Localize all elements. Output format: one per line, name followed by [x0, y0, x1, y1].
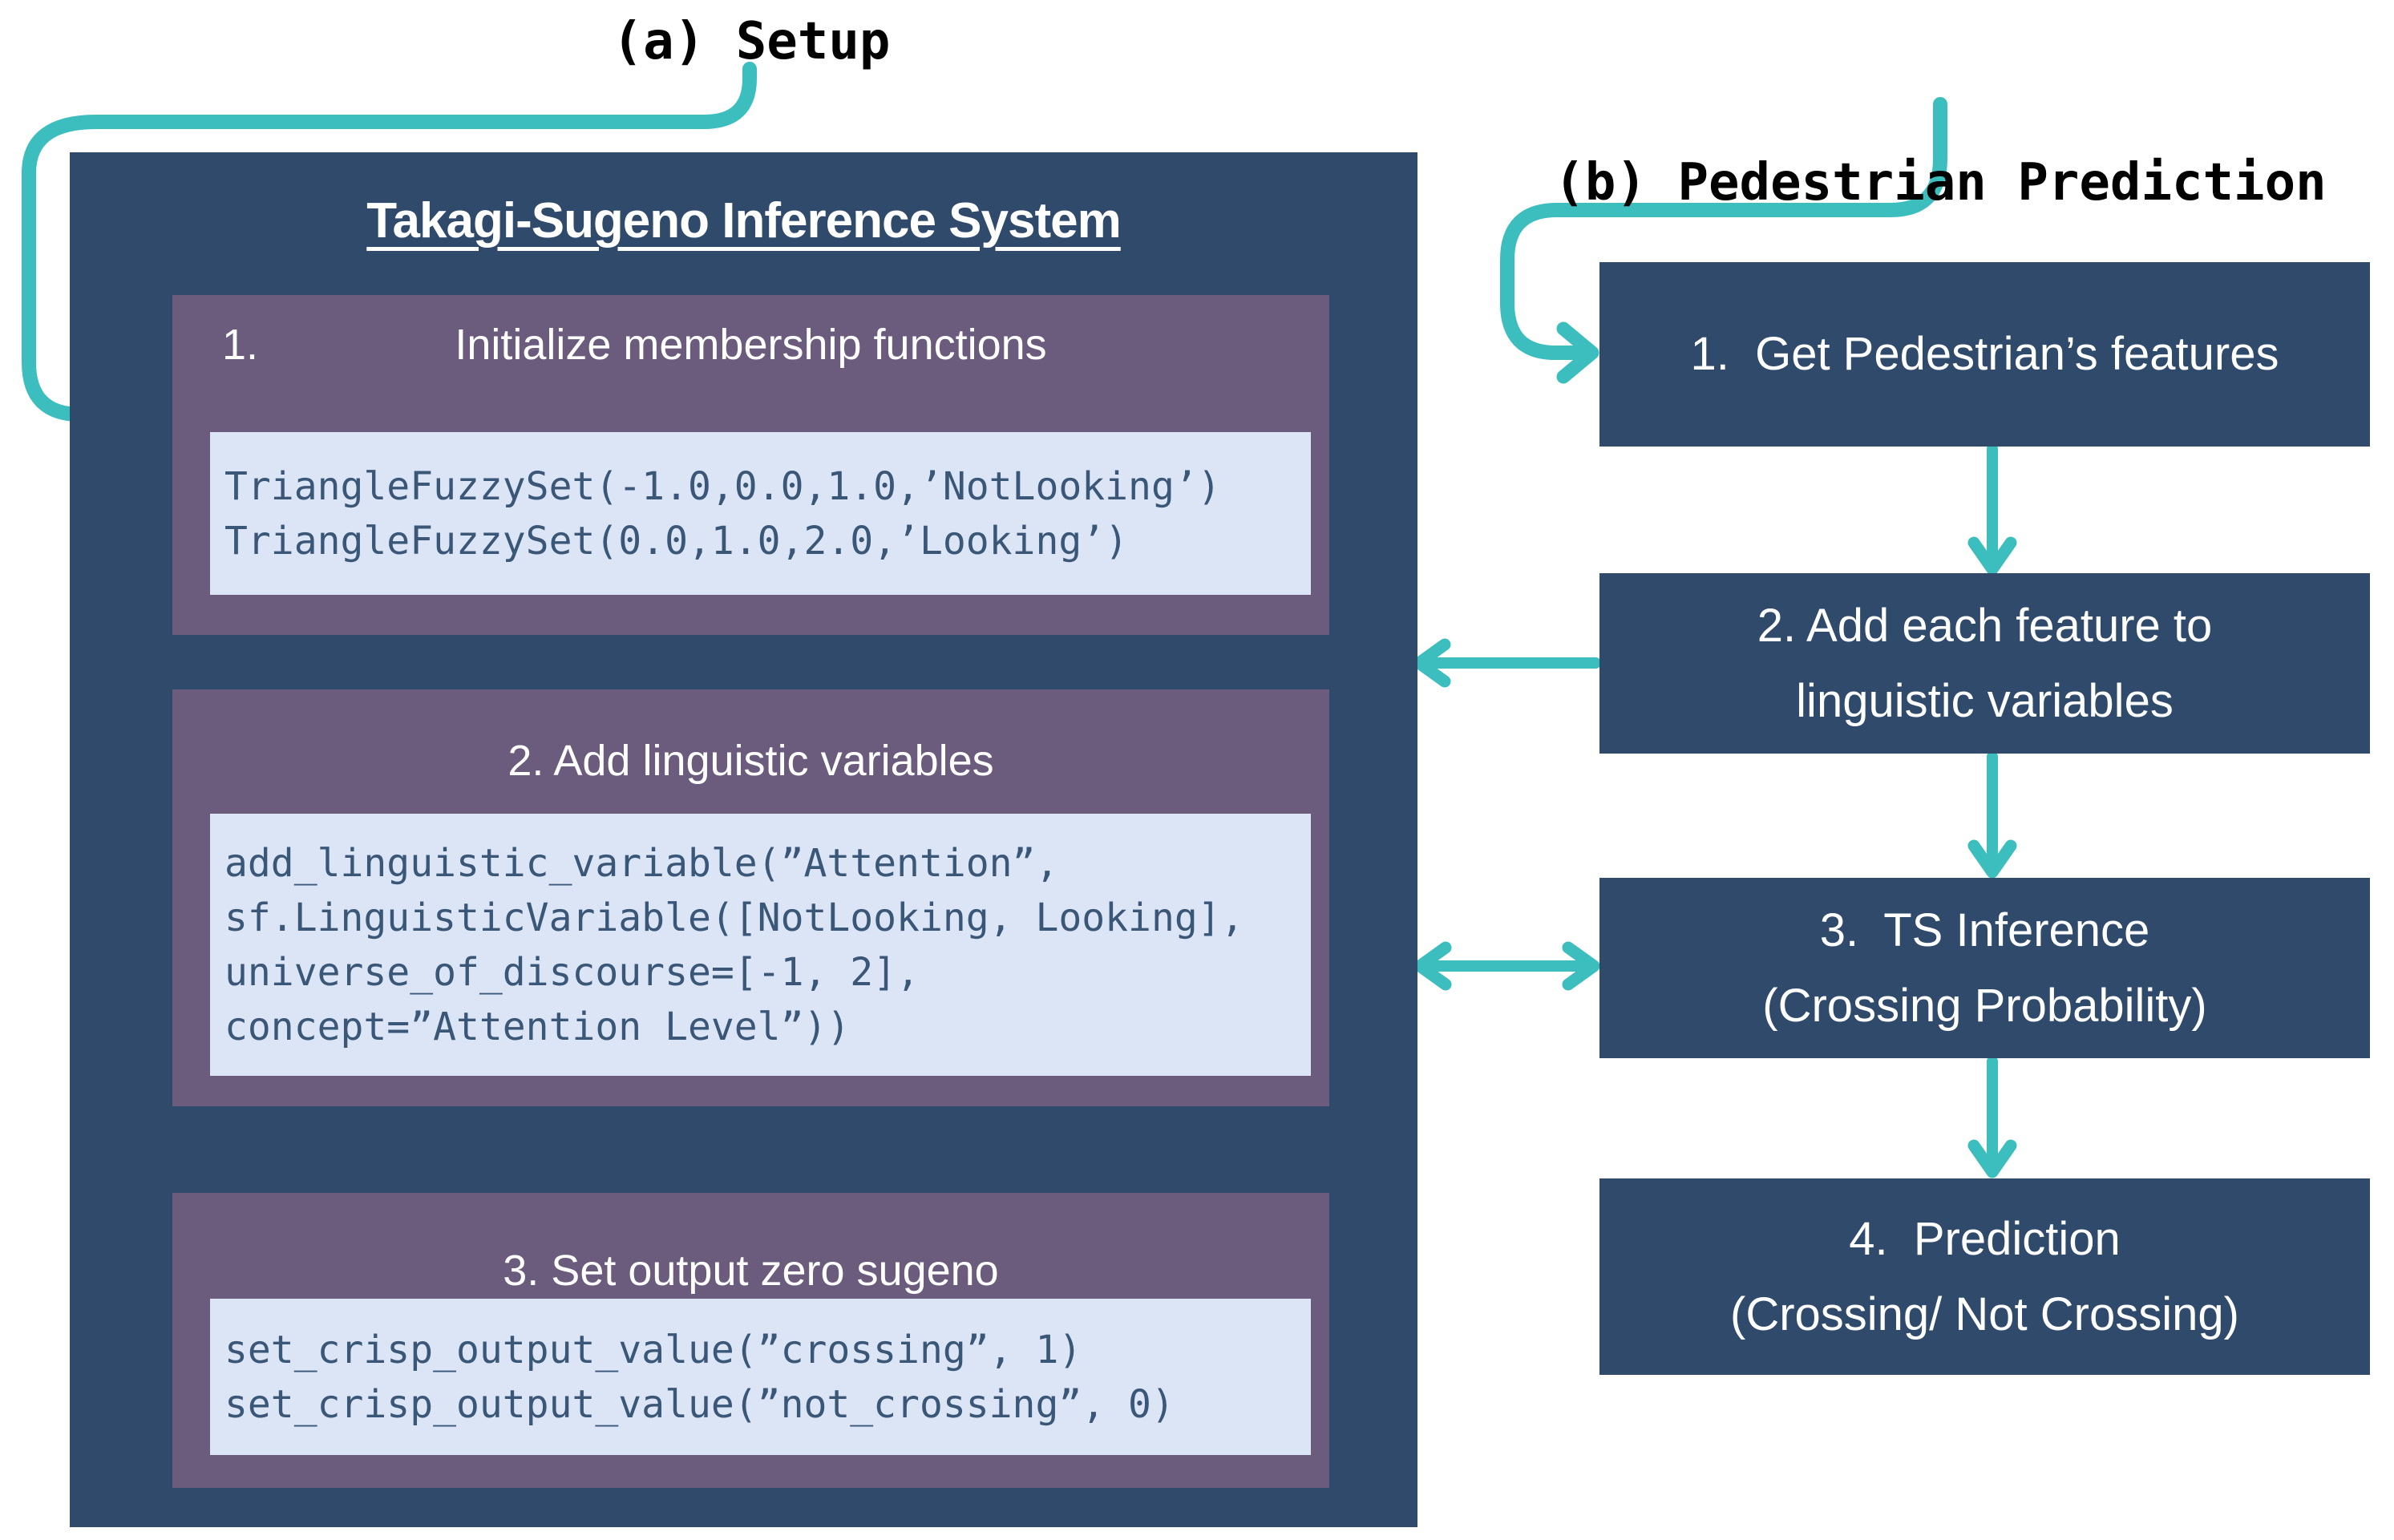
arrow-right-step2-down-icon	[1967, 751, 2017, 879]
step-add-linguistic-variables: 2. Add linguistic variables add_linguist…	[172, 689, 1329, 1106]
arrow-right-step3-down-icon	[1967, 1056, 2017, 1178]
step-initialize-membership: 1. Initialize membership functions Trian…	[172, 295, 1329, 635]
step-heading: Initialize membership functions	[455, 321, 1047, 369]
right-step-add-features: 2. Add each feature to linguistic variab…	[1599, 573, 2370, 754]
code-line: sf.LinguisticVariable([NotLooking, Looki…	[224, 895, 1244, 940]
step-heading: 2. Add linguistic variables	[508, 737, 994, 785]
step-heading: 3. Set output zero sugeno	[503, 1247, 999, 1295]
arrow-inference-bidirectional-icon	[1413, 941, 1600, 991]
panel-title: Takagi-Sugeno Inference System	[366, 193, 1121, 249]
step-set-output-zero-sugeno: 3. Set output zero sugeno set_crisp_outp…	[172, 1193, 1329, 1488]
code-line: add_linguistic_variable(”Attention”,	[224, 840, 1059, 886]
right-step-label: linguistic variables	[1796, 674, 2174, 727]
right-step-label: 1. Get Pedestrian’s features	[1690, 328, 2279, 380]
right-step-label: 4. Prediction	[1849, 1212, 2121, 1265]
right-step-ts-inference: 3. TS Inference (Crossing Probability)	[1599, 878, 2370, 1058]
code-line: set_crisp_output_value(”not_crossing”, 0…	[224, 1381, 1175, 1427]
code-block-crisp-output: set_crisp_output_value(”crossing”, 1) se…	[210, 1299, 1311, 1455]
code-line: concept=”Attention Level”))	[224, 1004, 851, 1049]
caption-setup: (a) Setup	[612, 12, 891, 71]
step-number: 1.	[222, 321, 259, 369]
right-step-prediction: 4. Prediction (Crossing/ Not Crossing)	[1599, 1178, 2370, 1375]
arrow-features-to-system-icon	[1413, 638, 1601, 688]
ts-system-panel: Takagi-Sugeno Inference System 1. Initia…	[70, 152, 1417, 1527]
right-step-label: 3. TS Inference	[1819, 903, 2150, 956]
code-line: TriangleFuzzySet(0.0,1.0,2.0,’Looking’)	[224, 518, 1129, 564]
code-line: TriangleFuzzySet(-1.0,0.0,1.0,’NotLookin…	[224, 463, 1221, 509]
right-step-label: 2. Add each feature to	[1757, 599, 2213, 652]
code-block-membership: TriangleFuzzySet(-1.0,0.0,1.0,’NotLookin…	[210, 432, 1311, 595]
code-block-linguistic-variable: add_linguistic_variable(”Attention”, sf.…	[210, 814, 1311, 1076]
code-line: set_crisp_output_value(”crossing”, 1)	[224, 1327, 1082, 1372]
right-step-label: (Crossing Probability)	[1762, 979, 2207, 1032]
code-line: universe_of_discourse=[-1, 2],	[224, 949, 920, 995]
right-step-label: (Crossing/ Not Crossing)	[1730, 1287, 2239, 1340]
arrow-right-step1-down-icon	[1967, 443, 2017, 576]
caption-b-line1: (b) Pedestrian Prediction	[1554, 153, 2327, 212]
right-step-get-features: 1. Get Pedestrian’s features	[1599, 262, 2370, 447]
arrow-prediction-to-step1-icon	[1500, 97, 1947, 384]
